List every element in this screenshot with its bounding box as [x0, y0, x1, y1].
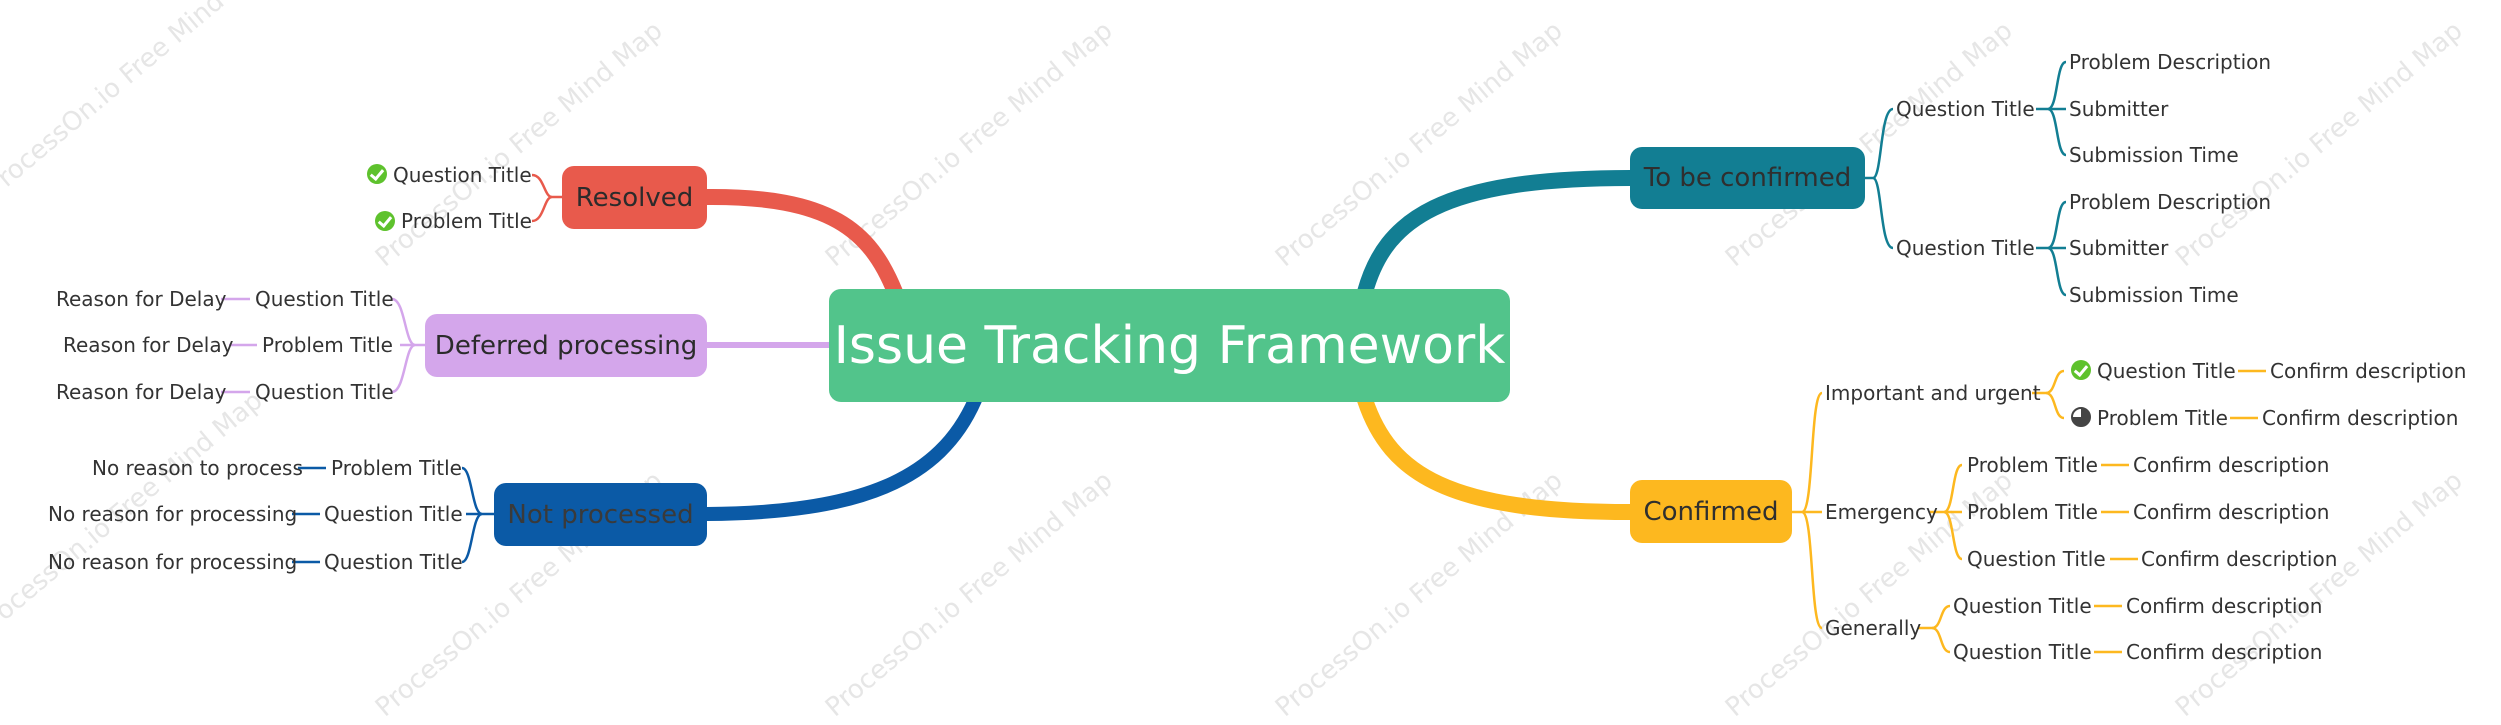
subtopic-label[interactable]: Generally: [1825, 616, 1922, 640]
subtopic-label[interactable]: Important and urgent: [1825, 381, 2041, 405]
subtopic-label[interactable]: Question Title: [255, 380, 394, 404]
subtopic-label[interactable]: Question Title: [255, 287, 394, 311]
subtopic-label[interactable]: Question Title: [2097, 359, 2236, 383]
root-topic[interactable]: Issue Tracking Framework: [829, 289, 1510, 402]
subtopic-label[interactable]: Question Title: [1953, 594, 2092, 618]
branch-connector-to-be-confirmed: [1357, 170, 1638, 300]
subtopic-label[interactable]: Problem Title: [1967, 453, 2098, 477]
subtopic-label[interactable]: Problem Title: [1967, 500, 2098, 524]
branch-connector-resolved: [699, 188, 903, 300]
detail-label[interactable]: Reason for Delay: [56, 287, 227, 311]
subtopic-label[interactable]: Question Title: [1953, 640, 2092, 664]
detail-label[interactable]: No reason to process: [92, 456, 303, 480]
detail-label[interactable]: Confirm description: [2126, 640, 2323, 664]
detail-label[interactable]: No reason for processing: [48, 550, 298, 574]
detail-label[interactable]: Confirm description: [2126, 594, 2323, 618]
detail-label[interactable]: Confirm description: [2262, 406, 2459, 430]
subtopic-label[interactable]: Emergency: [1825, 500, 1938, 524]
detail-label[interactable]: Confirm description: [2141, 547, 2338, 571]
detail-label[interactable]: Confirm description: [2133, 453, 2330, 477]
check-circle-icon: [367, 164, 387, 184]
detail-label[interactable]: Problem Description: [2069, 50, 2272, 74]
detail-label[interactable]: Confirm description: [2133, 500, 2330, 524]
subtopic-label[interactable]: Question Title: [393, 163, 532, 187]
subtopic-label[interactable]: Question Title: [324, 550, 463, 574]
subtopic-label[interactable]: Question Title: [1967, 547, 2106, 571]
branch-to-be-confirmed[interactable]: To be confirmed: [1630, 147, 1865, 209]
detail-label[interactable]: No reason for processing: [48, 502, 298, 526]
detail-label[interactable]: Problem Description: [2069, 190, 2272, 214]
branch-connector-not-processed: [700, 393, 982, 521]
subtopic-label[interactable]: Question Title: [1896, 97, 2035, 121]
detail-label[interactable]: Reason for Delay: [56, 380, 227, 404]
subtopic-label[interactable]: Question Title: [1896, 236, 2035, 260]
detail-label[interactable]: Submitter: [2069, 236, 2169, 260]
subtopic-label[interactable]: Problem Title: [331, 456, 462, 480]
subtopic-label[interactable]: Problem Title: [2097, 406, 2228, 430]
subtopic-label[interactable]: Problem Title: [401, 209, 532, 233]
branch-not-processed[interactable]: Not processed: [494, 483, 707, 546]
detail-label[interactable]: Submission Time: [2069, 283, 2239, 307]
branch-deferred-processing[interactable]: Deferred processing: [425, 314, 707, 377]
progress-pie-icon: [2071, 407, 2091, 427]
detail-label[interactable]: Submitter: [2069, 97, 2169, 121]
check-circle-icon: [375, 211, 395, 231]
detail-label[interactable]: Reason for Delay: [63, 333, 234, 357]
detail-label[interactable]: Confirm description: [2270, 359, 2467, 383]
branch-connector-confirmed: [1357, 392, 1638, 520]
detail-label[interactable]: Submission Time: [2069, 143, 2239, 167]
subtopic-label[interactable]: Question Title: [324, 502, 463, 526]
branch-confirmed[interactable]: Confirmed: [1630, 480, 1792, 543]
branch-resolved[interactable]: Resolved: [562, 166, 707, 229]
subtopic-label[interactable]: Problem Title: [262, 333, 393, 357]
check-circle-icon: [2071, 360, 2091, 380]
